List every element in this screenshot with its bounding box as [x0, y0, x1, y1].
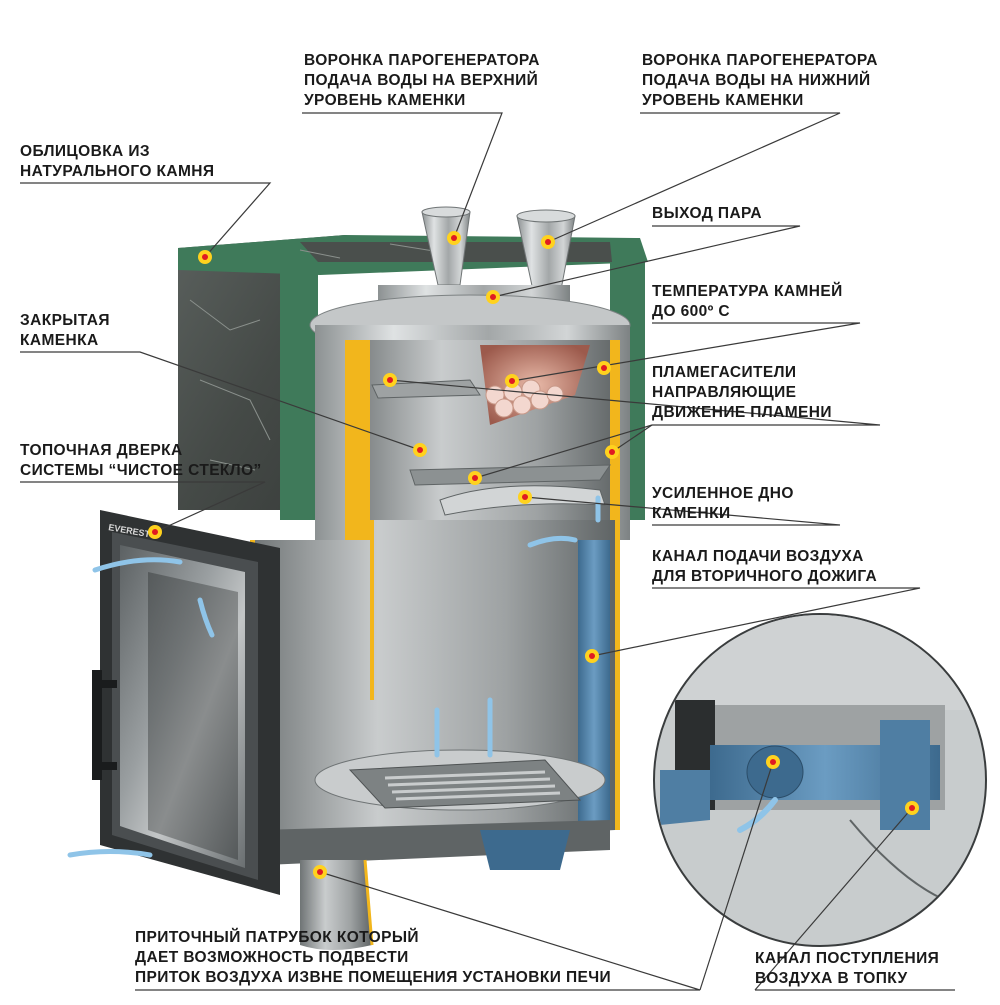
label-line: КАМЕНКА	[20, 332, 99, 349]
marker	[541, 235, 555, 249]
label-line: ДО 600º С	[652, 303, 731, 320]
label-inlet-pipe: ПРИТОЧНЫЙ ПАТРУБОК КОТОРЫЙ ДАЕТ ВОЗМОЖНО…	[135, 928, 611, 988]
marker	[198, 250, 212, 264]
heater-body	[309, 294, 631, 540]
label-stone-cladding: ОБЛИЦОВКА ИЗ НАТУРАЛЬНОГО КАМНЯ	[20, 142, 214, 182]
label-firebox-air-channel: КАНАЛ ПОСТУПЛЕНИЯ ВОЗДУХА В ТОПКУ	[755, 949, 939, 989]
firebox-door: EVEREST	[92, 510, 280, 895]
marker	[505, 374, 519, 388]
marker	[605, 445, 619, 459]
label-line: ПРИТОЧНЫЙ ПАТРУБОК КОТОРЫЙ	[135, 929, 419, 946]
label-line: ПЛАМЕГАСИТЕЛИ	[652, 364, 797, 381]
label-closed-heater: ЗАКРЫТАЯ КАМЕНКА	[20, 311, 110, 351]
leader-lines	[20, 112, 955, 991]
label-line: КАМЕНКИ	[652, 505, 731, 522]
label-line: ОБЛИЦОВКА ИЗ	[20, 143, 151, 160]
marker	[313, 865, 327, 879]
zoom-detail	[653, 613, 987, 947]
label-funnel-lower: ВОРОНКА ПАРОГЕНЕРАТОРА ПОДАЧА ВОДЫ НА НИ…	[642, 51, 878, 111]
label-funnel-upper: ВОРОНКА ПАРОГЕНЕРАТОРА ПОДАЧА ВОДЫ НА ВЕ…	[304, 51, 540, 111]
label-line: КАНАЛ ПОДАЧИ ВОЗДУХА	[652, 548, 864, 565]
label-line: ДВИЖЕНИЕ ПЛАМЕНИ	[652, 404, 832, 421]
marker	[468, 471, 482, 485]
label-firebox-door: ТОПОЧНАЯ ДВЕРКА СИСТЕМЫ “ЧИСТОЕ СТЕКЛО”	[20, 441, 262, 481]
marker	[486, 290, 500, 304]
label-line: ТОПОЧНАЯ ДВЕРКА	[20, 442, 183, 459]
label-line: НАПРАВЛЯЮЩИЕ	[652, 384, 797, 401]
marker	[383, 373, 397, 387]
marker	[766, 755, 780, 769]
firebox-body	[250, 520, 620, 950]
marker	[597, 361, 611, 375]
marker	[905, 801, 919, 815]
label-line: ПОДАЧА ВОДЫ НА НИЖНИЙ	[642, 72, 871, 89]
label-line: ПОДАЧА ВОДЫ НА ВЕРХНИЙ	[304, 72, 539, 89]
label-line: ВЫХОД ПАРА	[652, 205, 763, 222]
label-line: ВОЗДУХА В ТОПКУ	[755, 970, 908, 987]
label-line: ВОРОНКА ПАРОГЕНЕРАТОРА	[304, 52, 540, 69]
marker	[447, 231, 461, 245]
label-line: ЗАКРЫТАЯ	[20, 312, 110, 329]
label-flame-dampers: ПЛАМЕГАСИТЕЛИ НАПРАВЛЯЮЩИЕ ДВИЖЕНИЕ ПЛАМ…	[652, 363, 832, 423]
marker	[413, 443, 427, 457]
label-line: НАТУРАЛЬНОГО КАМНЯ	[20, 163, 215, 180]
label-line: ВОРОНКА ПАРОГЕНЕРАТОРА	[642, 52, 878, 69]
label-secondary-air-channel: КАНАЛ ПОДАЧИ ВОЗДУХА ДЛЯ ВТОРИЧНОГО ДОЖИ…	[652, 547, 877, 587]
label-line: СИСТЕМЫ “ЧИСТОЕ СТЕКЛО”	[20, 462, 262, 479]
label-reinforced-bottom: УСИЛЕННОЕ ДНО КАМЕНКИ	[652, 484, 794, 524]
marker	[585, 649, 599, 663]
marker	[148, 525, 162, 539]
label-line: ДАЕТ ВОЗМОЖНОСТЬ ПОДВЕСТИ	[135, 949, 409, 966]
label-steam-outlet: ВЫХОД ПАРА	[652, 204, 762, 224]
label-line: ПРИТОК ВОЗДУХА ИЗВНЕ ПОМЕЩЕНИЯ УСТАНОВКИ…	[135, 969, 612, 986]
marker	[518, 490, 532, 504]
label-line: УРОВЕНЬ КАМЕНКИ	[642, 92, 804, 109]
label-stone-temperature: ТЕМПЕРАТУРА КАМНЕЙ ДО 600º С	[652, 282, 843, 322]
label-line: ДЛЯ ВТОРИЧНОГО ДОЖИГА	[652, 568, 878, 585]
label-line: ТЕМПЕРАТУРА КАМНЕЙ	[652, 283, 843, 300]
label-line: УРОВЕНЬ КАМЕНКИ	[304, 92, 466, 109]
label-line: КАНАЛ ПОСТУПЛЕНИЯ	[755, 950, 940, 967]
airflow-arrows	[67, 495, 601, 858]
label-line: УСИЛЕННОЕ ДНО	[652, 485, 794, 502]
callout-markers	[148, 231, 919, 879]
